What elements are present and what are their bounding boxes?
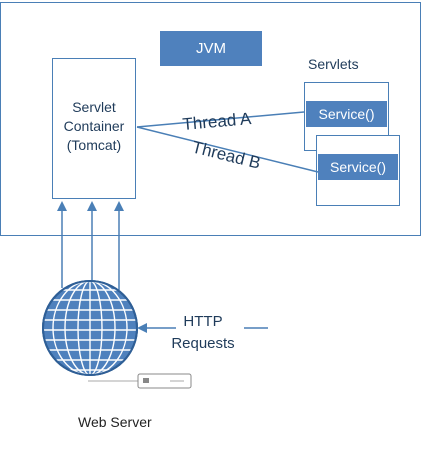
service-b-box: Service() (318, 154, 398, 180)
globe-icon (42, 280, 138, 376)
servlets-title: Servlets (308, 56, 359, 72)
http-line-2: Requests (171, 335, 235, 352)
servlet-container-label: Servlet Container (Tomcat) (52, 98, 136, 155)
thread-a-label: Thread A (182, 109, 253, 134)
service-a-box: Service() (306, 101, 387, 127)
http-requests-label: HTTP Requests (160, 311, 246, 355)
servlet-container-box (52, 58, 136, 199)
web-server-label: Web Server (78, 414, 152, 430)
http-line-1: HTTP (183, 313, 223, 330)
container-line-1: Servlet (72, 99, 116, 115)
thread-b-label: Thread B (190, 137, 262, 172)
server-icon (88, 373, 192, 389)
container-line-3: (Tomcat) (66, 137, 122, 153)
thread-a-line (136, 111, 305, 128)
container-line-2: Container (63, 118, 125, 134)
jvm-badge: JVM (160, 31, 262, 66)
thread-b-line (136, 126, 319, 173)
jvm-label: JVM (196, 40, 226, 57)
